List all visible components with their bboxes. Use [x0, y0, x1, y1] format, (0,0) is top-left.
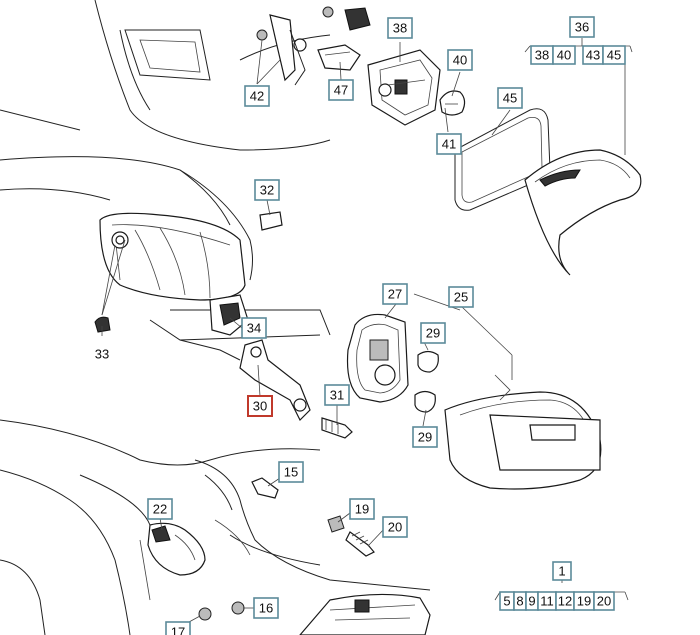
callout-33[interactable]: 33 — [95, 347, 109, 362]
bracket-part-30 — [239, 339, 311, 422]
callout-27[interactable]: 27 — [382, 283, 408, 305]
callout-36-item-40[interactable]: 40 — [552, 45, 576, 65]
svg-text:30: 30 — [253, 399, 267, 414]
callout-1-item-9[interactable]: 9 — [525, 591, 539, 611]
svg-text:47: 47 — [334, 83, 348, 98]
callout-1-item-5[interactable]: 5 — [499, 591, 515, 611]
callout-36-item-38[interactable]: 38 — [530, 45, 554, 65]
callout-20[interactable]: 20 — [382, 516, 408, 538]
svg-text:38: 38 — [393, 21, 407, 36]
callout-36-item-43[interactable]: 43 — [582, 45, 604, 65]
svg-text:38: 38 — [535, 48, 549, 63]
svg-text:31: 31 — [330, 388, 344, 403]
svg-text:19: 19 — [577, 594, 591, 609]
callout-1-item-12[interactable]: 12 — [555, 591, 575, 611]
bulb-part-40 — [439, 90, 466, 116]
svg-text:5: 5 — [503, 594, 510, 609]
callout-25[interactable]: 25 — [448, 286, 474, 308]
callout-38[interactable]: 38 — [387, 17, 413, 39]
svg-text:19: 19 — [355, 502, 369, 517]
svg-text:27: 27 — [388, 287, 402, 302]
callout-1-item-20[interactable]: 20 — [593, 591, 615, 611]
svg-text:42: 42 — [250, 89, 264, 104]
callout-40[interactable]: 40 — [447, 49, 473, 71]
callout-group-1: 5 8 9 11 12 19 20 — [499, 591, 615, 611]
clip-part-16 — [231, 601, 245, 615]
callout-group-36: 38 40 43 45 — [530, 45, 626, 65]
tail-light-housing-left — [99, 212, 246, 301]
svg-text:9: 9 — [528, 594, 535, 609]
callout-47[interactable]: 47 — [328, 79, 354, 101]
svg-text:20: 20 — [597, 594, 611, 609]
nut-part-19 — [327, 515, 345, 533]
svg-text:34: 34 — [247, 321, 261, 336]
callout-29-lower[interactable]: 29 — [412, 426, 438, 448]
callout-16[interactable]: 16 — [253, 597, 279, 619]
bolt-part-20 — [345, 531, 375, 557]
callout-22[interactable]: 22 — [147, 498, 173, 520]
svg-text:11: 11 — [540, 594, 554, 609]
svg-text:43: 43 — [586, 48, 600, 63]
callout-17[interactable]: 17 — [165, 621, 191, 635]
callout-29-upper[interactable]: 29 — [420, 322, 446, 344]
svg-text:40: 40 — [557, 48, 571, 63]
plug-part-top — [322, 6, 371, 31]
clip-part-33 — [94, 316, 111, 333]
svg-text:36: 36 — [575, 20, 589, 35]
callout-34[interactable]: 34 — [241, 317, 267, 339]
screw-part-15 — [251, 477, 279, 499]
callout-45[interactable]: 45 — [497, 87, 523, 109]
callout-1-item-8[interactable]: 8 — [513, 591, 527, 611]
svg-text:1: 1 — [558, 564, 565, 579]
clip-part-17 — [198, 607, 212, 621]
svg-text:41: 41 — [442, 137, 456, 152]
svg-text:15: 15 — [284, 465, 298, 480]
svg-text:32: 32 — [260, 183, 274, 198]
clip-part-32 — [259, 211, 283, 231]
tail-light-part-25 — [444, 374, 602, 490]
bulb-part-29-upper — [417, 350, 439, 373]
bulb-holder-part-38 — [367, 49, 441, 126]
tail-light-part-36 — [524, 149, 642, 276]
callout-36-item-45[interactable]: 45 — [602, 45, 626, 65]
svg-text:45: 45 — [607, 48, 621, 63]
svg-text:40: 40 — [453, 53, 467, 68]
callout-1-item-19[interactable]: 19 — [573, 591, 595, 611]
svg-text:45: 45 — [503, 91, 517, 106]
callout-42[interactable]: 42 — [244, 85, 270, 107]
svg-text:22: 22 — [153, 502, 167, 517]
screw-part-31 — [321, 417, 353, 439]
callout-36[interactable]: 36 — [569, 16, 595, 38]
callout-32[interactable]: 32 — [254, 179, 280, 201]
callout-31[interactable]: 31 — [324, 384, 350, 406]
bulb-part-29-lower — [414, 390, 436, 413]
callout-1[interactable]: 1 — [552, 561, 572, 581]
svg-text:25: 25 — [454, 290, 468, 305]
svg-text:29: 29 — [426, 326, 440, 341]
svg-text:16: 16 — [259, 601, 273, 616]
svg-text:12: 12 — [558, 594, 572, 609]
connector-part-22 — [147, 522, 206, 576]
svg-text:29: 29 — [418, 430, 432, 445]
callout-19[interactable]: 19 — [349, 498, 375, 520]
connector-part-47 — [317, 44, 361, 71]
callout-1-item-11[interactable]: 11 — [537, 591, 557, 611]
svg-text:20: 20 — [388, 520, 402, 535]
rear-light-part-bottom — [299, 593, 431, 635]
svg-text:17: 17 — [171, 625, 185, 635]
callout-15[interactable]: 15 — [278, 461, 304, 483]
bracket-part-42 — [256, 14, 307, 86]
callout-30-selected[interactable]: 30 — [247, 395, 273, 417]
callout-41[interactable]: 41 — [436, 133, 462, 155]
bulb-carrier-part-27 — [346, 313, 409, 403]
svg-text:8: 8 — [516, 594, 523, 609]
